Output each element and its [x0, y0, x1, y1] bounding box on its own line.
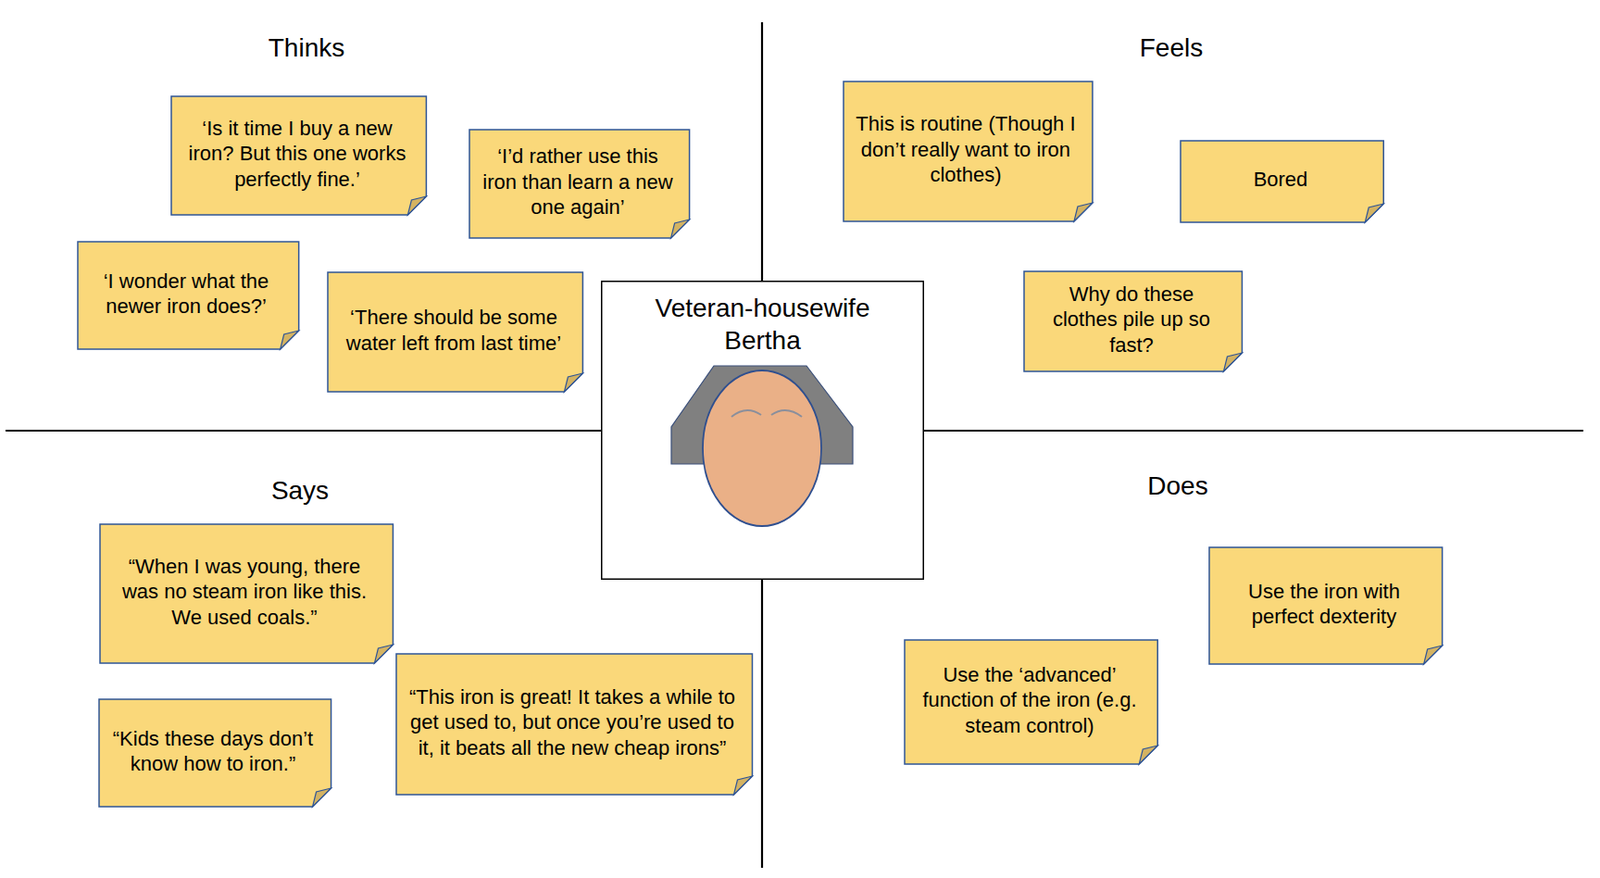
quadrant-heading: Does [1147, 471, 1208, 501]
quadrant-heading: Feels [1139, 33, 1203, 63]
note-paper [77, 241, 300, 350]
quadrant-heading: Thinks [268, 33, 345, 63]
note-paper [396, 653, 752, 795]
note-text: Bored [1253, 166, 1309, 193]
persona-name: Veteran-housewife Bertha [637, 291, 888, 357]
persona-border [601, 281, 925, 580]
face-shape [702, 370, 822, 526]
note-text: Use the ‘advanced’ function of the iron … [915, 662, 1143, 739]
note-paper [469, 129, 690, 238]
eyebrow [731, 410, 762, 417]
note-paper [1209, 547, 1443, 664]
sticky-note: Use the ‘advanced’ function of the iron … [904, 639, 1158, 764]
sticky-note: “This iron is great! It takes a while to… [396, 653, 752, 795]
text-group: Use the ‘advanced’ function of the iron … [904, 654, 1158, 750]
text-group: ‘Is it time I buy a new iron? But this o… [171, 108, 426, 204]
divider-line [761, 22, 763, 281]
note-paper [99, 699, 332, 807]
eyebrow [771, 410, 802, 417]
note-paper [171, 96, 426, 215]
note-fold [671, 219, 690, 238]
note-paper [904, 639, 1158, 764]
text-group: Veteran-housewife Bertha [637, 291, 888, 357]
note-paper [1180, 140, 1384, 223]
divider-line [5, 429, 601, 432]
text-group: “This iron is great! It takes a while to… [396, 676, 752, 773]
note-text: ‘Is it time I buy a new iron? But this o… [182, 115, 412, 193]
sticky-note: This is routine (Though I don’t really w… [843, 81, 1093, 222]
note-text: “When I was young, there was no steam ir… [111, 553, 378, 631]
note-fold [279, 330, 299, 350]
divider-line [761, 579, 763, 868]
sticky-note: ‘There should be some water left from la… [327, 272, 583, 392]
text-group: Why do these clothes pile up so fast? [1024, 274, 1242, 370]
persona-outline [600, 280, 925, 580]
note-text: This is routine (Though I don’t really w… [854, 111, 1078, 188]
note-paper [100, 524, 393, 663]
text-group: ‘There should be some water left from la… [327, 297, 583, 367]
sticky-note: ‘I’d rather use this iron than learn a n… [469, 129, 690, 238]
note-fold [374, 644, 393, 663]
note-text: ‘I wonder what the newer iron does?’ [88, 268, 285, 320]
note-text: ‘There should be some water left from la… [338, 304, 568, 356]
note-text: “Kids these days don’t know how to iron.… [110, 725, 317, 777]
text-group: This is routine (Though I don’t really w… [843, 103, 1093, 200]
persona-box: Veteran-housewife Bertha [600, 280, 925, 580]
note-paper [327, 272, 583, 392]
note-fold [1424, 645, 1443, 664]
note-paper [843, 81, 1093, 222]
text-group: ‘I’d rather use this iron than learn a n… [469, 136, 690, 232]
note-fold [312, 787, 331, 807]
note-fold [1365, 203, 1385, 223]
text-group: Use the iron with perfect dexterity [1209, 571, 1443, 641]
quadrant-heading: Says [271, 475, 329, 506]
note-paper [1024, 271, 1242, 372]
sticky-note: “When I was young, there was no steam ir… [100, 524, 393, 663]
note-fold [1224, 352, 1243, 372]
sticky-note: “Kids these days don’t know how to iron.… [99, 699, 332, 807]
divider-line [924, 429, 1584, 432]
note-fold [1139, 745, 1159, 764]
persona-face [671, 365, 853, 526]
sticky-note: ‘I wonder what the newer iron does?’ [77, 241, 300, 350]
text-group: “When I was young, there was no steam ir… [100, 546, 393, 642]
note-text: Use the iron with perfect dexterity [1220, 578, 1428, 630]
note-fold [564, 373, 584, 392]
sticky-note: Use the iron with perfect dexterity [1209, 547, 1443, 664]
text-group: Bored [1242, 159, 1324, 204]
note-text: ‘I’d rather use this iron than learn a n… [480, 143, 675, 221]
note-fold [733, 775, 752, 795]
note-fold [1073, 202, 1092, 222]
sticky-note: Why do these clothes pile up so fast? [1024, 271, 1242, 372]
text-group: “Kids these days don’t know how to iron.… [99, 718, 332, 788]
sticky-note: ‘Is it time I buy a new iron? But this o… [171, 96, 426, 215]
sticky-note: Bored [1180, 140, 1384, 223]
note-fold [408, 196, 427, 215]
text-group: ‘I wonder what the newer iron does?’ [77, 261, 300, 331]
note-text: Why do these clothes pile up so fast? [1035, 281, 1227, 359]
note-text: “This iron is great! It takes a while to… [407, 684, 738, 762]
